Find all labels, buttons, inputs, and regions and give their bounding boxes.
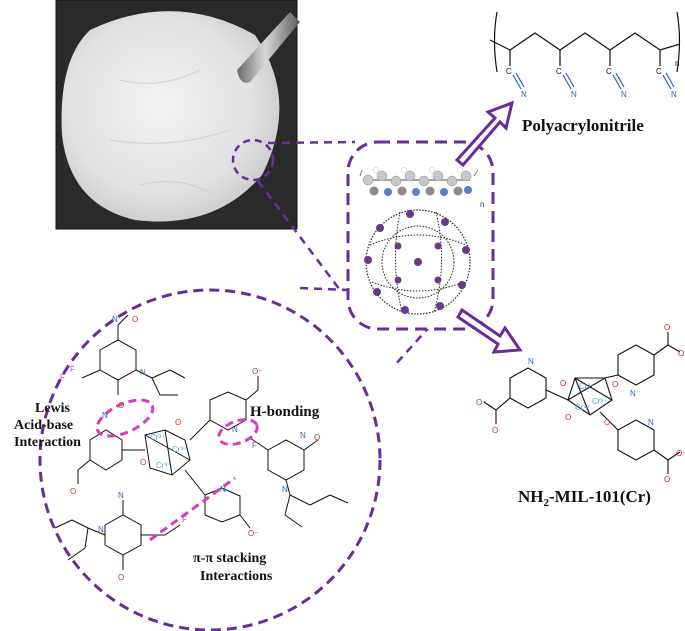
pan-n-2: N (571, 90, 577, 99)
int-n-2: N (112, 315, 118, 324)
mof-ominus-1: O⁻ (678, 349, 685, 358)
int-o-4: O (140, 458, 146, 467)
pan-c-4: C (656, 67, 662, 76)
polymer-name-label: Polyacrylonitrile (522, 116, 644, 135)
int-ominus-1: O⁻ (252, 367, 262, 376)
mof-cr-1: Cr³⁺ (579, 382, 594, 391)
mof-o-1: O (560, 379, 566, 388)
int-f-4: F (182, 515, 187, 524)
mof-o-5: O (664, 323, 670, 332)
int-f-3: F (252, 441, 257, 450)
mof-ominus-3: O⁻ (676, 449, 685, 458)
pan-ball-model: n (359, 167, 484, 209)
mof-o-3: O (565, 413, 571, 422)
int-n-9: N (98, 525, 104, 534)
pan-c-1: C (506, 67, 512, 76)
pipi-label-line2: Interactions (200, 569, 273, 584)
lewis-label-line3: Interaction (14, 435, 81, 450)
pan-n-3: N (621, 90, 627, 99)
int-n-4: N (232, 425, 238, 434)
mof-name-label: NH2-MIL-101(Cr) (518, 487, 651, 509)
int-o-1: O (118, 401, 124, 410)
mof-cr-3: Cr³⁺ (575, 403, 590, 412)
lewis-label-line1: Lewis (35, 401, 71, 416)
mof-n-1: N (528, 357, 534, 366)
int-cr-3: Cr³⁺ (156, 461, 171, 470)
mof-ominus-2: O⁻ (476, 398, 486, 407)
int-cr-2: Cr³⁺ (172, 445, 187, 454)
int-n-5: N (220, 485, 226, 494)
arrow-to-mof (456, 307, 523, 354)
interaction-highlights (95, 398, 259, 542)
arrow-to-pan (454, 100, 515, 168)
int-f-2: F (70, 365, 75, 374)
int-f-1: F (60, 373, 65, 382)
pan-n-1: N (521, 90, 527, 99)
int-cr-1: Cr³⁺ (150, 433, 165, 442)
mof-structure (483, 332, 681, 474)
mof-cr-2: Cr³⁺ (592, 397, 607, 406)
tweezers (237, 12, 300, 83)
mof-cage-model (364, 209, 471, 315)
int-o-6: O (314, 433, 320, 442)
mof-n-3: N (648, 418, 654, 427)
mof-o-4: O (604, 418, 610, 427)
int-n-8: N (118, 491, 124, 500)
membrane-disc (61, 11, 280, 222)
mof-n-2: N (630, 389, 636, 398)
pipi-label-line1: π-π stacking (193, 551, 266, 566)
int-o-7: O (118, 573, 124, 582)
int-n-7: N (282, 485, 288, 494)
pan-c-2: C (556, 67, 562, 76)
pan-n-subscript-right: n (675, 59, 679, 68)
lewis-label-line2: Acid-base (14, 418, 73, 433)
mof-atom-labels: Cr³⁺ Cr³⁺ Cr³⁺ O O O O O O⁻ O⁻ O O O⁻ N … (476, 323, 685, 484)
int-n-6: N (300, 431, 306, 440)
mof-o-2: O (612, 380, 618, 389)
pan-n-subscript: n (480, 200, 484, 209)
int-ominus-2: O⁻ (248, 529, 258, 538)
pan-structure (489, 11, 681, 90)
interaction-atom-labels: N O O N F F N Cr³⁺ Cr³⁺ Cr³⁺ O O O⁻ O N … (60, 315, 320, 582)
mof-o-6: O (492, 426, 498, 435)
zoom-circle-small (231, 138, 275, 182)
membrane-photo (55, 0, 300, 230)
pan-n-4: N (671, 90, 677, 99)
int-o-2: O (132, 315, 138, 324)
pan-c-3: C (606, 67, 612, 76)
hbond-label: H-bonding (250, 404, 320, 420)
zoom-circle-large (38, 288, 382, 631)
int-o-5: O (70, 487, 76, 496)
pan-atom-labels: C C C C N N N N n (506, 59, 679, 99)
int-n-3: N (140, 368, 146, 377)
int-o-3: O (175, 418, 181, 427)
mof-o-7: O (664, 475, 670, 484)
int-n-1: N (102, 411, 108, 420)
